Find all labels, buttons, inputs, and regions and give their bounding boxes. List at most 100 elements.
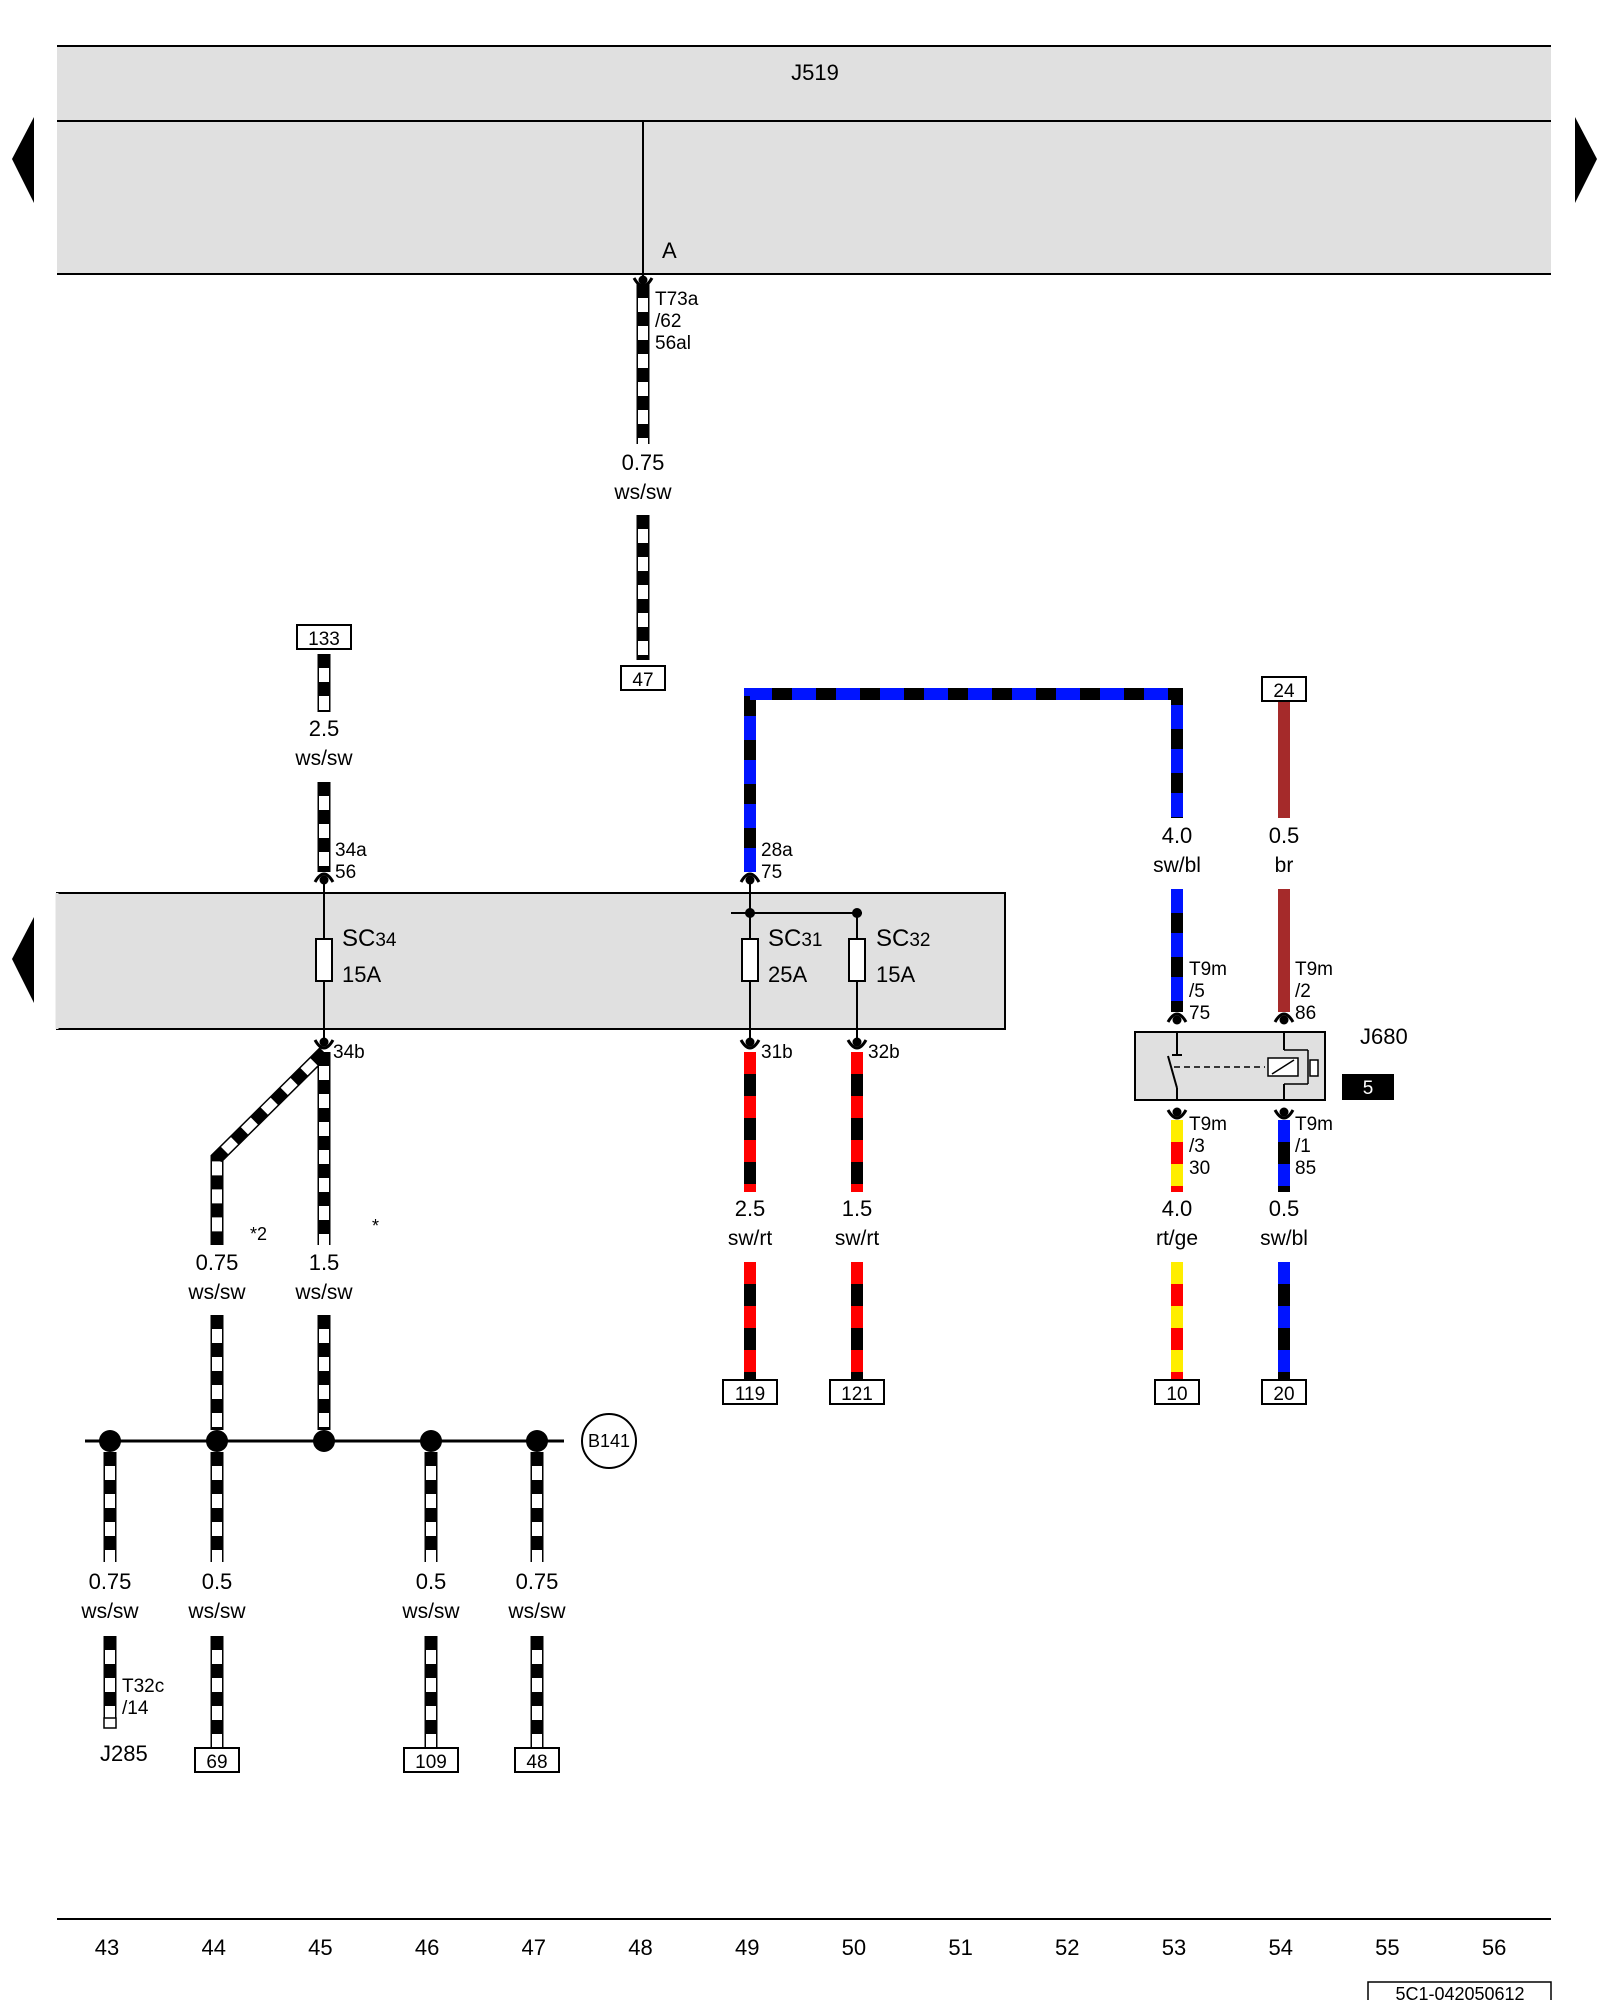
- wire-label-54-top-gauge: 0.5: [1269, 823, 1300, 848]
- note-star: *: [372, 1216, 379, 1236]
- ref-47-box[interactable]: [620, 665, 666, 691]
- note-star2: *2: [250, 1224, 267, 1244]
- wire-label-45-mid-gauge: 1.5: [309, 1250, 340, 1275]
- wire-label-53-bottom-gauge: 4.0: [1162, 1196, 1193, 1221]
- doc-code: 5C1-042050612: [1395, 1984, 1524, 2000]
- ref-48-box[interactable]: [514, 1747, 560, 1773]
- wire-label-50-color: sw/rt: [835, 1227, 879, 1250]
- wire-label-48-color: ws/sw: [613, 481, 672, 504]
- wire-label-54-bottom-color: sw/bl: [1260, 1227, 1308, 1250]
- t9m-3-connector: [1166, 1107, 1188, 1120]
- fuse-sc31-rating: 25A: [768, 962, 807, 987]
- j519-pin-label: A: [662, 238, 677, 263]
- wire-label-46-bottom-gauge: 0.5: [416, 1569, 447, 1594]
- wire-label-49-color: sw/rt: [728, 1227, 772, 1250]
- relay-label: J680: [1360, 1024, 1408, 1049]
- splice-node: [526, 1430, 548, 1452]
- j519-label: J519: [791, 60, 839, 85]
- connector-label-t32c: T32c: [122, 1676, 164, 1697]
- wire-label-45-mid-color: ws/sw: [294, 1281, 353, 1304]
- t73a-connector: [632, 275, 654, 288]
- relay-badge-text: 5: [1363, 1078, 1374, 1099]
- wire-label-53-bottom-color: rt/ge: [1156, 1227, 1198, 1250]
- wire-label-46-bottom-color: ws/sw: [401, 1600, 460, 1623]
- connector-label-t73a: T73a: [655, 289, 699, 310]
- nav-arrow-left-middle[interactable]: [12, 917, 34, 1003]
- sc31-output-connector: [739, 1037, 761, 1050]
- sc32-output-connector: [846, 1037, 868, 1050]
- nav-arrow-right-top[interactable]: [1575, 117, 1597, 203]
- connector-label-t9m-1: /1: [1295, 1136, 1311, 1157]
- wire-label-50-gauge: 1.5: [842, 1196, 873, 1221]
- column-number: 46: [415, 1935, 439, 1960]
- wire-label-47-bottom-gauge: 0.75: [516, 1569, 559, 1594]
- wire-layer: [103, 284, 1290, 1748]
- column-number: 49: [735, 1935, 759, 1960]
- wire-label-45-top-color: ws/sw: [294, 747, 353, 770]
- wire-label-54-top-color: br: [1275, 854, 1294, 877]
- connector-label-t9m-2: 86: [1295, 1003, 1316, 1024]
- t9m-5-connector: [1166, 1012, 1188, 1025]
- wire-label-47-bottom-color: ws/sw: [507, 1600, 566, 1623]
- column-number: 54: [1268, 1935, 1292, 1960]
- column-number: 47: [522, 1935, 546, 1960]
- column-number: 53: [1162, 1935, 1186, 1960]
- column-number: 48: [628, 1935, 652, 1960]
- ref-10-box[interactable]: [1154, 1379, 1200, 1405]
- connector-label-sc31-in: 28a: [761, 840, 793, 861]
- sc31-input-connector: [739, 872, 761, 885]
- connector-label-t9m-3: /3: [1189, 1136, 1205, 1157]
- nav-arrow-left-top[interactable]: [12, 117, 34, 203]
- ref-119: 119: [735, 1384, 765, 1405]
- fuse-sc32-rating: 15A: [876, 962, 915, 987]
- connector-label-sc31-out: 31b: [761, 1042, 793, 1063]
- ref-109-box[interactable]: [403, 1747, 459, 1773]
- fuse-sc34-rating: 15A: [342, 962, 381, 987]
- fuse-sc34-label: SC34: [342, 925, 397, 952]
- ref-69-box[interactable]: [194, 1747, 240, 1773]
- splice-b141-label: B141: [588, 1431, 630, 1451]
- connector-label-t9m-2: T9m: [1295, 959, 1333, 980]
- fuse-sc34-symbol: [315, 938, 333, 982]
- wire-label-44-mid-gauge: 0.75: [196, 1250, 239, 1275]
- wire-44-diagonal: [210, 1047, 329, 1245]
- ref-24-box[interactable]: [1261, 676, 1307, 702]
- connector-layer: [313, 275, 1295, 1120]
- connector-label-t9m-1: 85: [1295, 1158, 1316, 1179]
- ref-121-box[interactable]: [829, 1379, 885, 1405]
- column-number: 44: [201, 1935, 225, 1960]
- wire-label-43-bottom-gauge: 0.75: [89, 1569, 132, 1594]
- fuse-sc32-symbol: [848, 938, 866, 982]
- splice-node: [206, 1430, 228, 1452]
- connector-label-sc32-out: 32b: [868, 1042, 900, 1063]
- wire-label-53-top-gauge: 4.0: [1162, 823, 1193, 848]
- fuse-sc31-label: SC31: [768, 925, 822, 952]
- ref-119-box[interactable]: [722, 1379, 778, 1405]
- j519-box: [57, 46, 1551, 274]
- sc34-input-connector: [313, 872, 335, 885]
- j285-connector-stub: [103, 1717, 117, 1729]
- wire-label-44-mid-color: ws/sw: [187, 1281, 246, 1304]
- ref-133-box[interactable]: [296, 624, 352, 650]
- fuse-box-panel: SC34 15A SC31 25A SC32 15A: [55, 883, 1006, 1040]
- ref-121: 121: [841, 1384, 873, 1405]
- connector-label-t9m-3: T9m: [1189, 1114, 1227, 1135]
- column-number: 43: [95, 1935, 119, 1960]
- ref-10: 10: [1166, 1384, 1187, 1405]
- connector-label-t73a: 56al: [655, 333, 691, 354]
- connector-label-sc31-in: 75: [761, 862, 782, 883]
- ref-20: 20: [1273, 1384, 1294, 1405]
- splice-b141: B141: [85, 1413, 637, 1469]
- wire-sw-bl-loop: [744, 688, 1183, 872]
- wire-label-43-bottom-color: ws/sw: [80, 1600, 139, 1623]
- relay-j680: J680 5: [1134, 1024, 1408, 1101]
- column-number: 51: [948, 1935, 972, 1960]
- connector-label-t9m-5: T9m: [1189, 959, 1227, 980]
- relay-badge[interactable]: [1342, 1074, 1394, 1100]
- connector-label-t32c: /14: [122, 1698, 149, 1719]
- t9m-1-connector: [1273, 1107, 1295, 1120]
- ref-20-box[interactable]: [1261, 1379, 1307, 1405]
